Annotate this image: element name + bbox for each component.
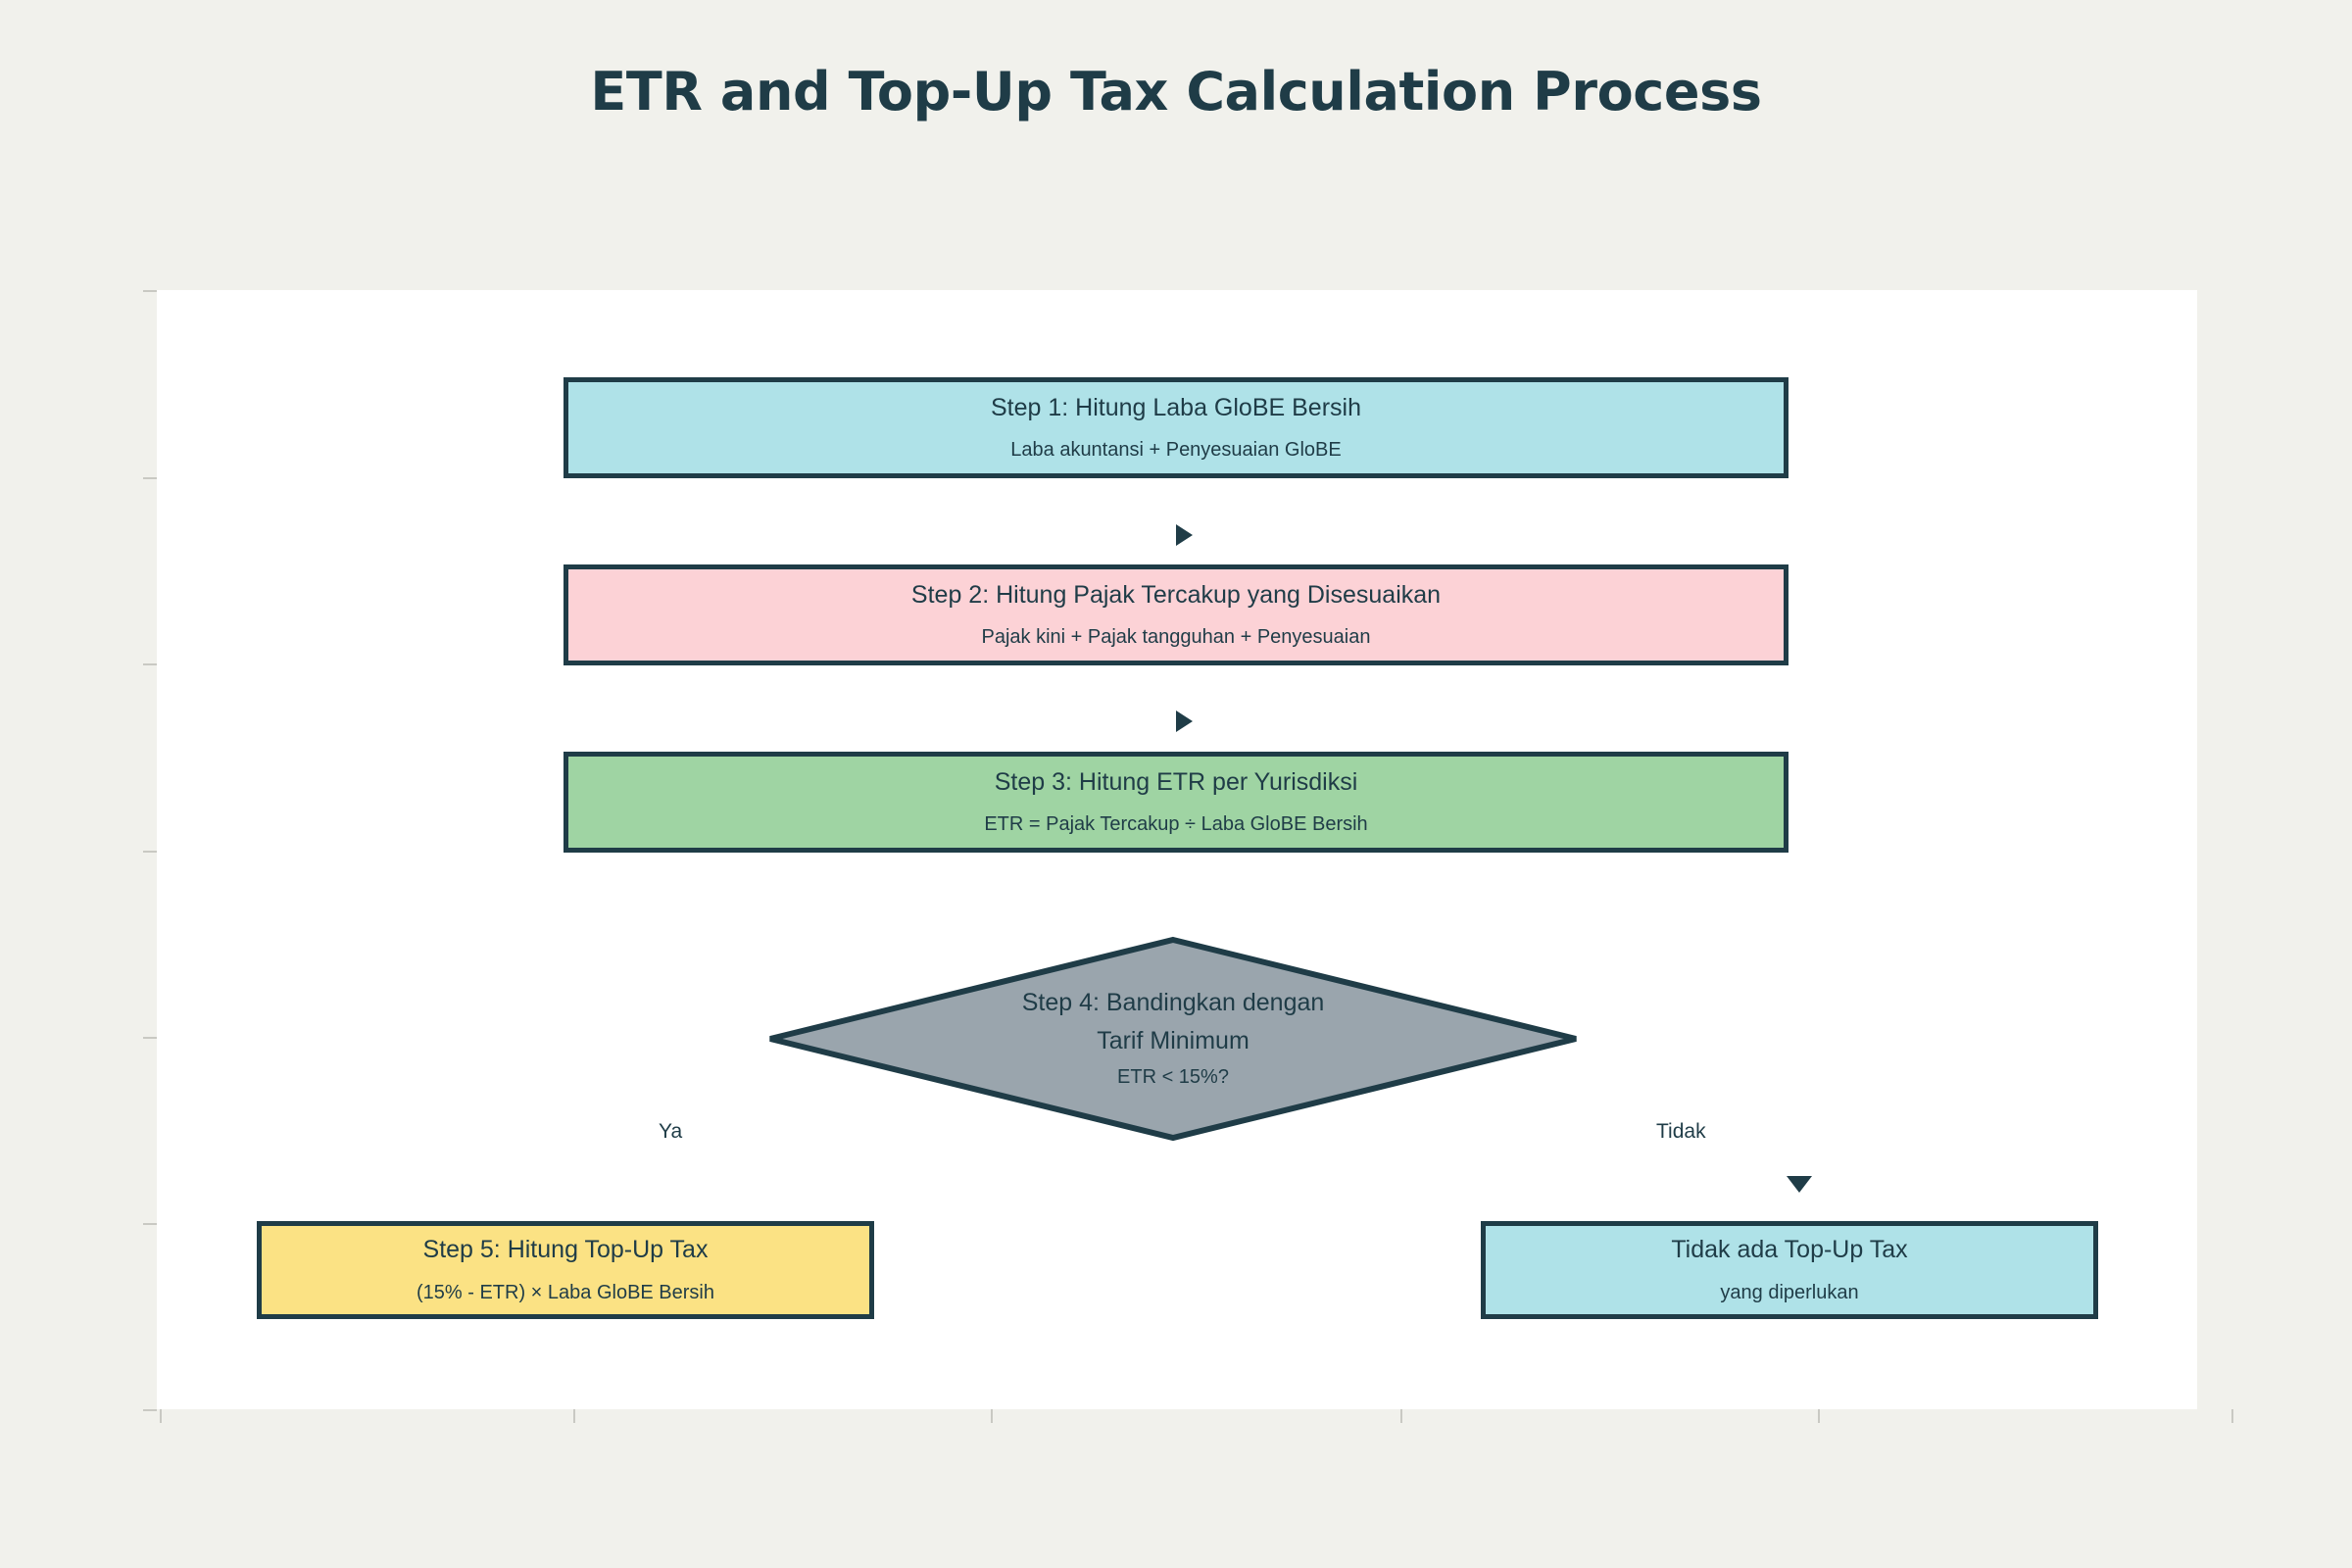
node-step1-subtitle: Laba akuntansi + Penyesuaian GloBE [1010, 439, 1342, 462]
axis-tick-x [1400, 1409, 1402, 1423]
node-step1[interactable]: Step 1: Hitung Laba GloBE Bersih Laba ak… [564, 377, 1788, 478]
arrow-down-icon [1787, 1176, 1812, 1193]
node-step1-title: Step 1: Hitung Laba GloBE Bersih [990, 393, 1361, 421]
node-step4-decision[interactable]: Step 4: Bandingkan dengan Tarif Minimum … [766, 936, 1580, 1142]
node-step5-subtitle: (15% - ETR) × Laba GloBE Bersih [416, 1281, 714, 1303]
node-no-topup-subtitle: yang diperlukan [1720, 1281, 1859, 1303]
page-title: ETR and Top-Up Tax Calculation Process [590, 61, 1762, 122]
axis-tick-x [573, 1409, 575, 1423]
node-step2[interactable]: Step 2: Hitung Pajak Tercakup yang Dises… [564, 564, 1788, 665]
axis-tick-x [1818, 1409, 1820, 1423]
node-no-topup[interactable]: Tidak ada Top-Up Tax yang diperlukan [1481, 1221, 2098, 1319]
axis-tick-y [143, 290, 157, 292]
axis-tick-x [160, 1409, 162, 1423]
axis-tick-y [143, 477, 157, 479]
node-no-topup-title: Tidak ada Top-Up Tax [1671, 1236, 1908, 1264]
branch-label-yes: Ya [659, 1120, 683, 1143]
axis-tick-x [2231, 1409, 2233, 1423]
node-step5[interactable]: Step 5: Hitung Top-Up Tax (15% - ETR) × … [257, 1221, 874, 1319]
node-step5-title: Step 5: Hitung Top-Up Tax [422, 1236, 709, 1264]
axis-tick-y [143, 663, 157, 665]
arrow-right-icon [1176, 710, 1193, 732]
axis-tick-x [991, 1409, 993, 1423]
node-step3-title: Step 3: Hitung ETR per Yurisdiksi [994, 767, 1358, 796]
node-step2-subtitle: Pajak kini + Pajak tangguhan + Penyesuai… [981, 626, 1371, 649]
axis-tick-y [143, 1223, 157, 1225]
node-step3-subtitle: ETR = Pajak Tercakup ÷ Laba GloBE Bersih [984, 813, 1368, 836]
axis-tick-y [143, 1409, 157, 1411]
branch-label-no: Tidak [1656, 1120, 1706, 1143]
node-step2-title: Step 2: Hitung Pajak Tercakup yang Dises… [910, 580, 1442, 609]
axis-tick-y [143, 1037, 157, 1039]
axis-tick-y [143, 851, 157, 853]
node-step3[interactable]: Step 3: Hitung ETR per Yurisdiksi ETR = … [564, 752, 1788, 853]
arrow-right-icon [1176, 524, 1193, 546]
diamond-shape-icon [769, 936, 1577, 1142]
